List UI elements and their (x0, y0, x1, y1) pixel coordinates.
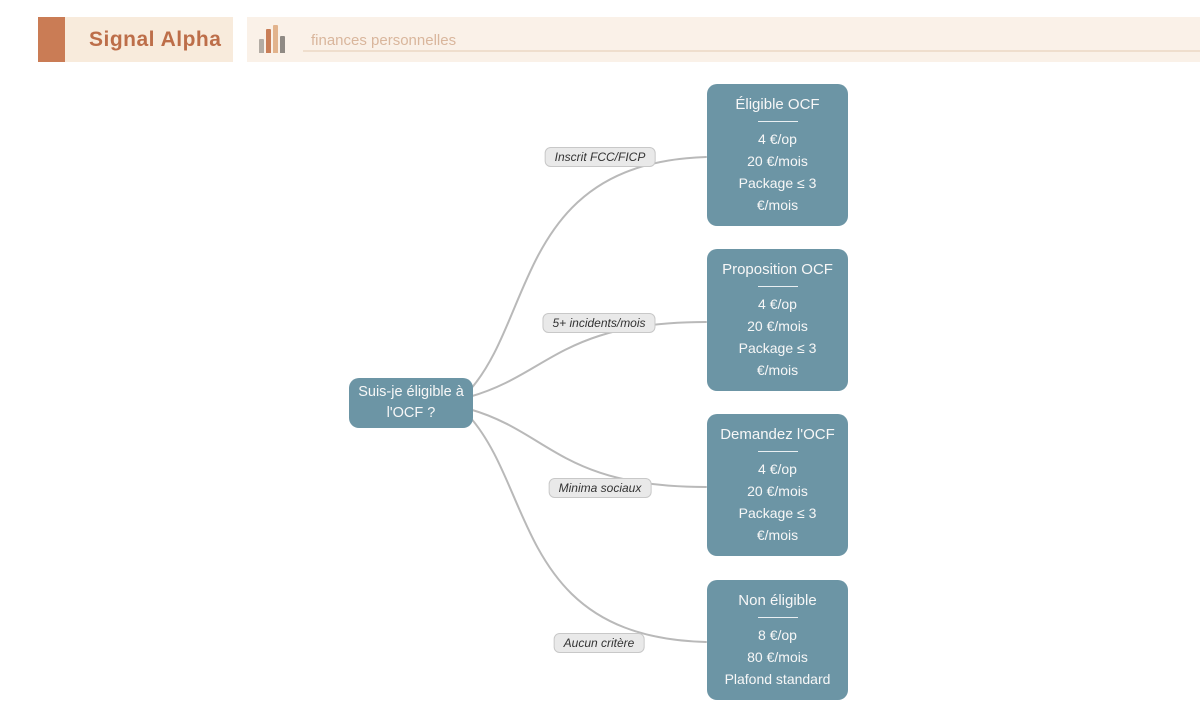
leaf-line: Plafond standard (724, 671, 831, 687)
leaf-line: Package ≤ 3 €/mois (738, 175, 817, 213)
edge-label-minima-sociaux: Minima sociaux (548, 478, 652, 498)
edge-branch-2 (468, 408, 707, 488)
leaf-node-proposition-ocf: Proposition OCF 4 €/op 20 €/mois Package… (707, 249, 848, 391)
leaf-node-eligible-ocf: Éligible OCF 4 €/op 20 €/mois Package ≤ … (707, 84, 848, 226)
leaf-divider (757, 451, 798, 452)
leaf-line: 20 €/mois (747, 318, 808, 334)
brand-block: Signal Alpha (65, 17, 233, 62)
topic-label: finances personnelles (311, 32, 457, 49)
edge-label-5-incidents: 5+ incidents/mois (542, 313, 656, 333)
leaf-node-non-eligible: Non éligible 8 €/op 80 €/mois Plafond st… (707, 580, 848, 700)
edge-label-aucun-critere: Aucun critère (553, 633, 645, 653)
leaf-title: Éligible OCF (735, 96, 820, 113)
leaf-line: 4 €/op (758, 131, 797, 147)
brand-title: Signal Alpha (89, 27, 222, 51)
bar-chart-icon (247, 17, 303, 62)
leaf-line: Package ≤ 3 €/mois (738, 340, 817, 378)
leaf-line: Package ≤ 3 €/mois (738, 505, 817, 543)
header-divider (233, 17, 247, 62)
leaf-line: 80 €/mois (747, 649, 808, 665)
leaf-divider (757, 121, 798, 122)
leaf-divider (757, 617, 798, 618)
leaf-title: Proposition OCF (722, 261, 833, 278)
root-node-label: Suis-je éligible à l'OCF ? (358, 384, 464, 421)
leaf-line: 20 €/mois (747, 153, 808, 169)
brand-logo-square (38, 17, 65, 62)
edge-branch-3 (468, 415, 707, 643)
bar-chart-icon-bars (259, 25, 285, 53)
topic-underline (303, 50, 1200, 52)
leaf-line: 8 €/op (758, 627, 797, 643)
topic-area: finances personnelles (303, 17, 1200, 62)
edge-label-inscrit-fcc-ficp: Inscrit FCC/FICP (544, 147, 656, 167)
root-node: Suis-je éligible à l'OCF ? (349, 378, 473, 428)
leaf-line: 4 €/op (758, 461, 797, 477)
leaf-line: 20 €/mois (747, 483, 808, 499)
leaf-divider (757, 286, 798, 287)
leaf-node-demandez-ocf: Demandez l'OCF 4 €/op 20 €/mois Package … (707, 414, 848, 556)
edge-branch-0 (468, 156, 707, 392)
header: Signal Alpha finances personnelles (38, 17, 1200, 62)
leaf-title: Non éligible (738, 592, 817, 609)
edge-branch-1 (468, 321, 707, 398)
leaf-line: 4 €/op (758, 296, 797, 312)
leaf-title: Demandez l'OCF (720, 426, 835, 443)
